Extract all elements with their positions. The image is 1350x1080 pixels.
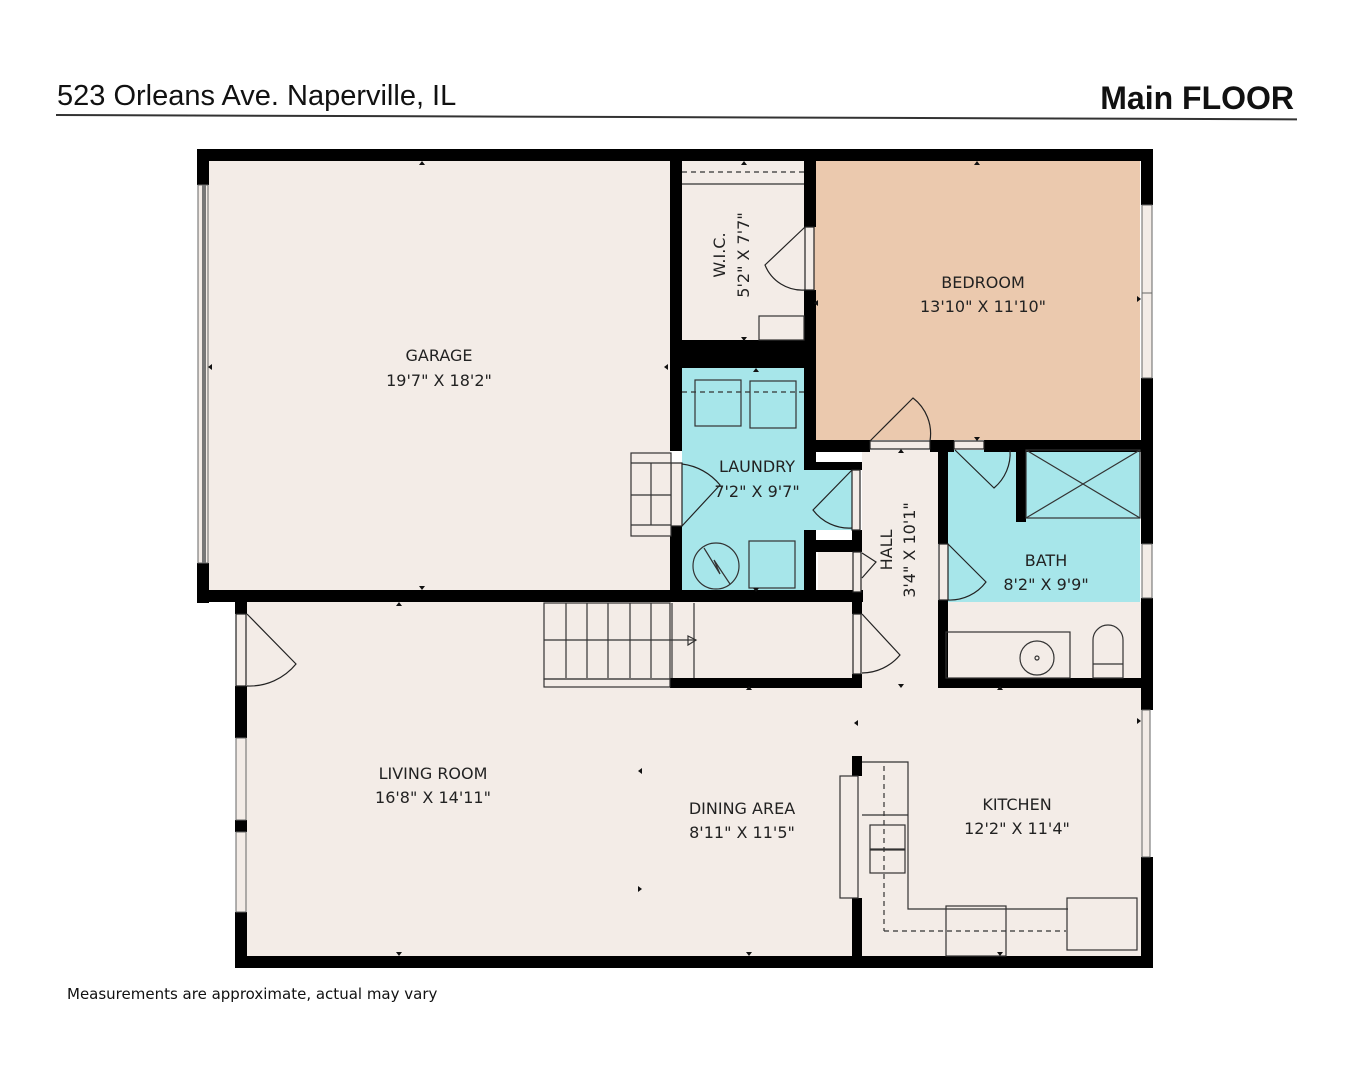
wall xyxy=(804,290,816,462)
floor-title: Main FLOOR xyxy=(1100,80,1294,116)
room-name-bedroom: BEDROOM xyxy=(941,273,1025,292)
window xyxy=(1141,292,1153,379)
wall xyxy=(670,526,682,602)
range xyxy=(945,905,1007,957)
kitchen-sink xyxy=(869,824,906,850)
wall xyxy=(984,440,1153,452)
water-heater xyxy=(692,542,740,590)
room-labels: GARAGE 19'7" X 18'2" W.I.C. 5'2" X 7'7" … xyxy=(375,212,1089,842)
dryer xyxy=(749,380,797,429)
room-name-garage: GARAGE xyxy=(406,346,473,365)
windows xyxy=(197,184,1153,913)
room-dims-bath: 8'2" X 9'9" xyxy=(1003,575,1088,594)
furnace xyxy=(748,540,796,589)
wall xyxy=(804,149,816,227)
wall xyxy=(852,756,862,776)
garage-floor xyxy=(208,160,670,590)
room-name-bath: BATH xyxy=(1025,551,1067,570)
wall xyxy=(670,340,814,368)
counter xyxy=(862,761,1068,910)
wall xyxy=(938,600,948,688)
wall xyxy=(938,678,1153,688)
wall xyxy=(938,440,948,544)
window xyxy=(1141,204,1153,294)
room-dims-hall: 3'4" X 10'1" xyxy=(900,502,919,598)
wall xyxy=(235,956,1153,968)
property-address: 523 Orleans Ave. Naperville, IL xyxy=(57,80,457,112)
wall xyxy=(804,440,870,452)
room-name-laundry: LAUNDRY xyxy=(719,457,795,476)
washer xyxy=(694,379,742,427)
refrigerator xyxy=(1066,897,1138,951)
fixtures xyxy=(543,171,1141,957)
wall xyxy=(1141,857,1153,968)
laundry-floor xyxy=(682,368,860,592)
measurement-markers xyxy=(208,161,1141,956)
wic-floor xyxy=(682,160,806,340)
room-name-dining: DINING AREA xyxy=(689,799,795,818)
wall xyxy=(852,592,862,614)
wall xyxy=(804,540,862,552)
wall xyxy=(197,590,863,602)
wall xyxy=(852,530,862,548)
window xyxy=(235,831,247,913)
room-name-kitchen: KITCHEN xyxy=(982,795,1051,814)
room-name-living: LIVING ROOM xyxy=(379,764,488,783)
doors xyxy=(235,226,1011,687)
wall xyxy=(852,462,862,470)
room-dims-laundry: 7'2" X 9'7" xyxy=(714,482,799,501)
kitchen-sink xyxy=(869,849,906,874)
sink xyxy=(1019,640,1055,676)
wall xyxy=(1141,378,1153,544)
wall xyxy=(670,678,862,688)
room-dims-garage: 19'7" X 18'2" xyxy=(386,371,492,390)
wall xyxy=(235,602,247,614)
wall xyxy=(235,912,247,968)
shower xyxy=(1025,449,1141,519)
room-name-wic: W.I.C. xyxy=(710,232,729,277)
window xyxy=(1141,543,1153,599)
room-dims-dining: 8'11" X 11'5" xyxy=(689,823,795,842)
wall xyxy=(197,149,209,185)
wall xyxy=(1016,448,1026,522)
vanity xyxy=(945,631,1071,679)
peninsula xyxy=(839,775,859,899)
staircase xyxy=(543,602,698,688)
bedroom-floor xyxy=(814,160,1140,440)
room-dims-wic: 5'2" X 7'7" xyxy=(734,212,753,297)
room-dims-kitchen: 12'2" X 11'4" xyxy=(964,819,1070,838)
room-dims-living: 16'8" X 14'11" xyxy=(375,788,491,807)
window xyxy=(1141,709,1151,858)
wall xyxy=(1141,598,1153,710)
wall xyxy=(804,592,862,602)
wall xyxy=(235,686,247,738)
toilet xyxy=(1092,624,1124,679)
wall xyxy=(804,462,860,470)
window xyxy=(235,737,247,821)
wall xyxy=(235,820,247,832)
disclaimer-note: Measurements are approximate, actual may… xyxy=(67,985,438,1003)
room-dims-bedroom: 13'10" X 11'10" xyxy=(920,297,1046,316)
room-name-hall: HALL xyxy=(877,530,896,571)
wall xyxy=(670,149,682,451)
walls xyxy=(197,149,1153,968)
wall xyxy=(1141,149,1153,205)
wall xyxy=(852,898,862,958)
wall xyxy=(852,674,862,688)
